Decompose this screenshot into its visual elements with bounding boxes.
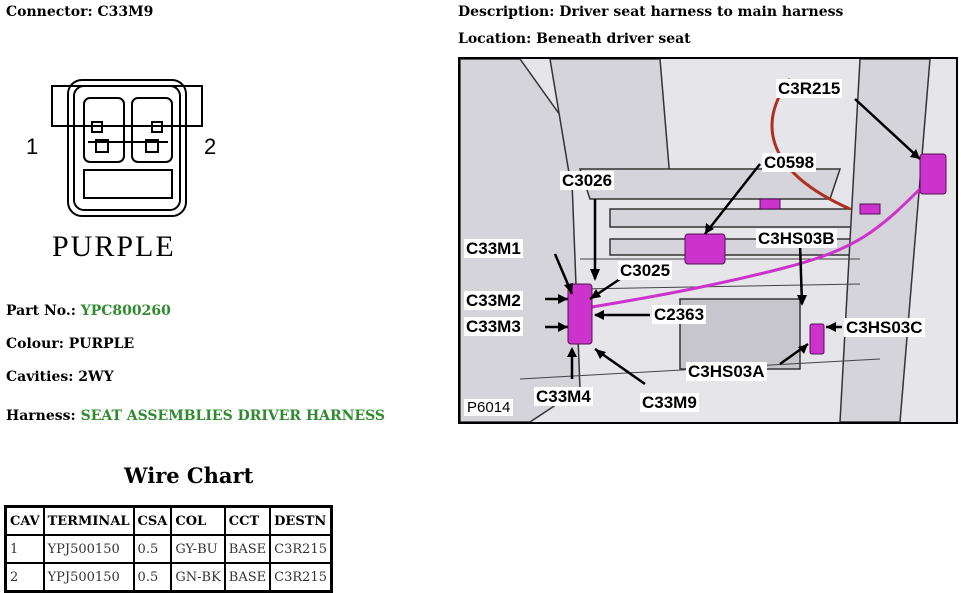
callout-c3026: C3026 bbox=[560, 171, 615, 190]
callout-c33m4: C33M4 bbox=[534, 387, 593, 406]
callout-c3hs03b: C3HS03B bbox=[756, 229, 837, 248]
connector-outline: 1 2 bbox=[26, 79, 216, 217]
callout-c3hs03c: C3HS03C bbox=[844, 318, 925, 337]
cell-cct: BASE bbox=[223, 534, 272, 564]
header-col: COL bbox=[170, 505, 226, 536]
wire-chart-title: Wire Chart bbox=[124, 463, 254, 488]
header-destn: DESTN bbox=[269, 505, 333, 536]
colour-label: Colour: bbox=[6, 336, 64, 352]
table-row: 1 YPJ500150 0.5 GY-BU BASE C3R215 bbox=[4, 534, 333, 564]
header-cav: CAV bbox=[4, 505, 45, 536]
table-row: 2 YPJ500150 0.5 GN-BK BASE C3R215 bbox=[4, 562, 333, 593]
callout-c0598: C0598 bbox=[762, 153, 817, 172]
callout-c3r215: C3R215 bbox=[776, 79, 843, 98]
callout-c3025: C3025 bbox=[618, 261, 673, 280]
cavities-line: Cavities: 2WY bbox=[6, 369, 114, 385]
callout-c33m2: C33M2 bbox=[464, 291, 523, 310]
cell-cav: 1 bbox=[4, 534, 45, 564]
harness-line: Harness: SEAT ASSEMBLIES DRIVER HARNESS bbox=[6, 408, 385, 424]
connector-value: C33M9 bbox=[97, 4, 154, 20]
description-value: Driver seat harness to main harness bbox=[559, 4, 844, 20]
part-no-label: Part No.: bbox=[6, 303, 76, 319]
callout-c2363: C2363 bbox=[652, 305, 707, 324]
cavities-label: Cavities: bbox=[6, 369, 74, 385]
wire-chart-table: CAV TERMINAL CSA COL CCT DESTN 1 YPJ5001… bbox=[4, 505, 333, 593]
colour-line: Colour: PURPLE bbox=[6, 336, 134, 352]
callout-c33m3: C33M3 bbox=[464, 317, 523, 336]
harness-label: Harness: bbox=[6, 408, 76, 424]
connector-face-drawing: 1 2 bbox=[22, 78, 232, 268]
part-no-link[interactable]: YPC800260 bbox=[80, 303, 171, 319]
location-line: Location: Beneath driver seat bbox=[458, 31, 691, 47]
colour-value: PURPLE bbox=[68, 336, 135, 352]
pin-1-label: 1 bbox=[26, 134, 38, 159]
description-line: Description: Driver seat harness to main… bbox=[458, 4, 843, 20]
header-terminal: TERMINAL bbox=[42, 505, 135, 536]
connector-label: Connector: bbox=[6, 4, 93, 20]
header-csa: CSA bbox=[132, 505, 173, 536]
location-label: Location: bbox=[458, 31, 532, 47]
cell-col: GN-BK bbox=[170, 562, 226, 593]
header-cct: CCT bbox=[223, 505, 272, 536]
connector-line: Connector: C33M9 bbox=[6, 4, 153, 20]
location-value: Beneath driver seat bbox=[536, 31, 691, 47]
cell-destn: C3R215 bbox=[269, 562, 333, 593]
callout-c33m1: C33M1 bbox=[464, 239, 523, 258]
illustration-code: P6014 bbox=[464, 399, 514, 416]
cell-csa: 0.5 bbox=[132, 562, 173, 593]
cell-terminal: YPJ500150 bbox=[42, 534, 135, 564]
cell-cav: 2 bbox=[4, 562, 45, 593]
cell-destn: C3R215 bbox=[269, 534, 333, 564]
pin-2-label: 2 bbox=[204, 134, 216, 159]
cell-cct: BASE bbox=[223, 562, 272, 593]
cavities-value: 2WY bbox=[78, 369, 114, 385]
cell-csa: 0.5 bbox=[132, 534, 173, 564]
description-label: Description: bbox=[458, 4, 555, 20]
harness-link[interactable]: SEAT ASSEMBLIES DRIVER HARNESS bbox=[80, 408, 386, 424]
wire-chart-header-row: CAV TERMINAL CSA COL CCT DESTN bbox=[4, 505, 333, 536]
connector-color-label: PURPLE bbox=[52, 230, 176, 263]
callout-c33m9: C33M9 bbox=[640, 393, 699, 412]
location-illustration: C3R215 C0598 C3026 C33M1 C3025 C3HS03B C… bbox=[458, 57, 958, 424]
cell-terminal: YPJ500150 bbox=[42, 562, 135, 593]
callout-c3hs03a: C3HS03A bbox=[686, 362, 767, 381]
cell-col: GY-BU bbox=[170, 534, 226, 564]
part-no-line: Part No.: YPC800260 bbox=[6, 303, 171, 319]
